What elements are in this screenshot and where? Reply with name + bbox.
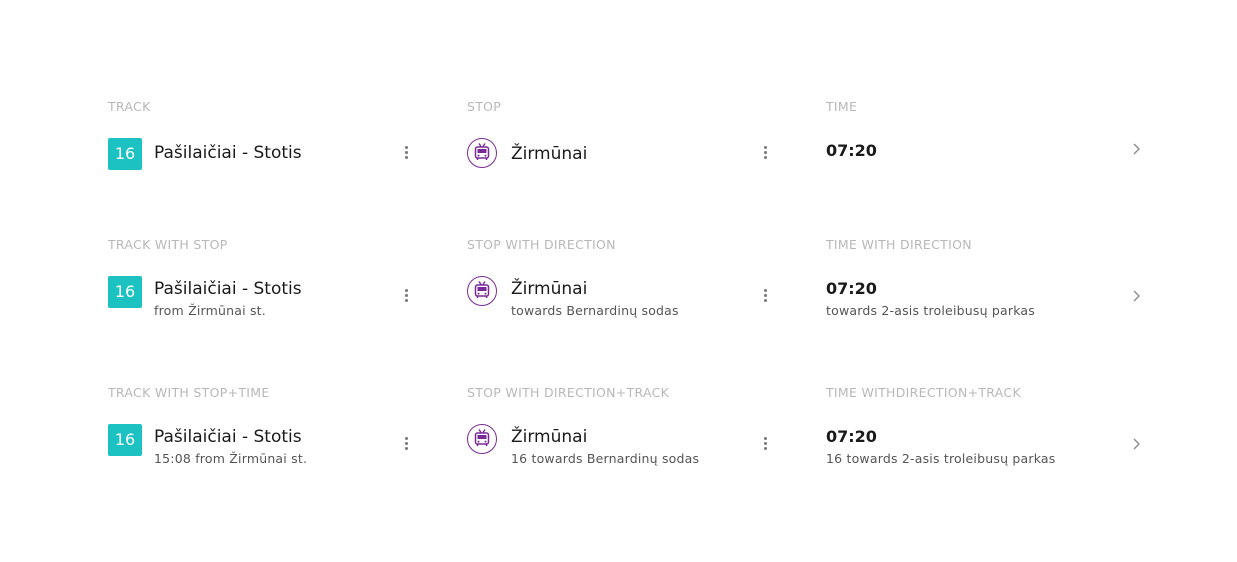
time-subtitle: towards 2-asis troleibusų parkas	[826, 303, 1036, 318]
trolleybus-icon	[467, 276, 497, 306]
route-title: Pašilaičiai - Stotis	[154, 427, 302, 447]
section-label-time: TIME	[826, 99, 858, 114]
section-label-track-with-stop-time: TRACK WITH STOP+TIME	[108, 385, 270, 400]
time-with-direction-row[interactable]: 07:20 towards 2-asis troleibusų parkas	[826, 273, 1146, 318]
section-label-time-with-direction-track: TIME WITHDIRECTION+TRACK	[826, 385, 1021, 400]
departure-time: 07:20	[826, 141, 877, 160]
stop-with-direction-row[interactable]: Žirmūnai towards Bernardinų sodas	[467, 273, 777, 318]
track-with-stop-time-row[interactable]: 16 Pašilaičiai - Stotis 15:08 from Žirmū…	[108, 421, 418, 466]
stop-with-direction-track-row[interactable]: Žirmūnai 16 towards Bernardinų sodas	[467, 421, 777, 466]
section-label-stop-with-direction-track: STOP WITH DIRECTION+TRACK	[467, 385, 670, 400]
section-label-track-with-stop: TRACK WITH STOP	[108, 237, 228, 252]
track-row[interactable]: 16 Pašilaičiai - Stotis	[108, 135, 418, 175]
more-options-icon[interactable]	[400, 144, 412, 164]
stop-subtitle: towards Bernardinų sodas	[511, 303, 679, 318]
route-subtitle: 15:08 from Žirmūnai st.	[154, 451, 308, 466]
route-title: Pašilaičiai - Stotis	[154, 143, 302, 163]
chevron-right-icon[interactable]	[1131, 289, 1141, 303]
more-options-icon[interactable]	[759, 144, 771, 164]
section-label-stop-with-direction: STOP WITH DIRECTION	[467, 237, 616, 252]
track-with-stop-row[interactable]: 16 Pašilaičiai - Stotis from Žirmūnai st…	[108, 273, 418, 318]
route-badge: 16	[108, 138, 142, 170]
route-subtitle: from Žirmūnai st.	[154, 303, 266, 318]
trolleybus-icon	[467, 424, 497, 454]
more-options-icon[interactable]	[759, 287, 771, 307]
route-title: Pašilaičiai - Stotis	[154, 279, 302, 299]
stop-title: Žirmūnai	[511, 144, 588, 164]
more-options-icon[interactable]	[759, 435, 771, 455]
stop-subtitle: 16 towards Bernardinų sodas	[511, 451, 700, 466]
track-column: TRACK 16 Pašilaičiai - Stotis TRACK WITH…	[108, 0, 418, 562]
chevron-right-icon[interactable]	[1131, 437, 1141, 451]
more-options-icon[interactable]	[400, 435, 412, 455]
section-label-time-with-direction: TIME WITH DIRECTION	[826, 237, 972, 252]
stop-row[interactable]: Žirmūnai	[467, 137, 777, 177]
stop-title: Žirmūnai	[511, 279, 588, 299]
stop-column: STOP Žirmūnai STOP WITH DIRECTION	[467, 0, 777, 562]
stop-title: Žirmūnai	[511, 427, 588, 447]
section-label-track: TRACK	[108, 99, 151, 114]
chevron-right-icon[interactable]	[1131, 142, 1141, 156]
time-column: TIME 07:20 TIME WITH DIRECTION 07:20 tow…	[826, 0, 1146, 562]
more-options-icon[interactable]	[400, 287, 412, 307]
time-row[interactable]: 07:20	[826, 137, 1146, 177]
time-with-direction-track-row[interactable]: 07:20 16 towards 2-asis troleibusų parka…	[826, 421, 1146, 466]
route-badge: 16	[108, 276, 142, 308]
time-subtitle: 16 towards 2-asis troleibusų parkas	[826, 451, 1056, 466]
route-badge: 16	[108, 424, 142, 456]
departure-time: 07:20	[826, 279, 877, 298]
section-label-stop: STOP	[467, 99, 502, 114]
departure-time: 07:20	[826, 427, 877, 446]
trolleybus-icon	[467, 138, 497, 168]
